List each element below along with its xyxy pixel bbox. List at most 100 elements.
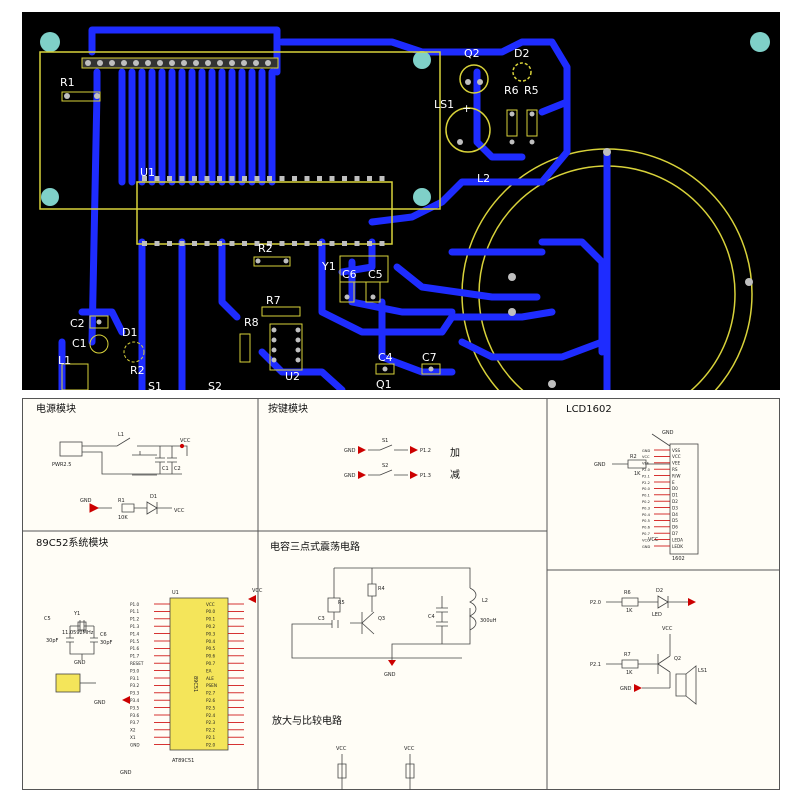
mcu-left-pin: P1.6 xyxy=(130,646,140,651)
gnd-marker xyxy=(89,503,100,513)
mcu-right-pin: P0.7 xyxy=(206,661,216,666)
alarm-p20: P2.0 xyxy=(590,600,601,606)
mcu-left-pin: P3.3 xyxy=(130,691,140,696)
schematic-view: 电源模块 按键模块 LCD1602 89C52系统模块 电容三点式震荡电路 放大… xyxy=(22,398,780,790)
label-c2: C2 xyxy=(70,317,85,330)
label-r2: R2 xyxy=(258,242,273,255)
u1-pin xyxy=(192,241,197,246)
u1-pin xyxy=(179,176,185,181)
u1-pins xyxy=(142,176,385,246)
label-y1: Y1 xyxy=(321,260,336,273)
lcd-pin-name: E xyxy=(672,480,675,485)
key-s2: S2 xyxy=(382,463,388,469)
lcd-pin xyxy=(193,60,199,66)
mcu-right-pin: P0.0 xyxy=(206,609,216,614)
mcu-right-pin: P0.6 xyxy=(206,654,216,659)
mcu-vcc-marker xyxy=(248,595,256,603)
ls1-footprint xyxy=(445,107,491,153)
lcd-r2: R2 xyxy=(630,454,637,460)
lcd-outline xyxy=(39,51,441,210)
u1-pin xyxy=(354,241,360,246)
l1-footprint xyxy=(61,363,89,390)
r2-footprint xyxy=(253,256,291,267)
u1-pin xyxy=(379,176,385,181)
key2-port-marker xyxy=(410,471,418,479)
mcu-right-pin: P2.1 xyxy=(206,735,216,740)
mcu-left-pin: RESET xyxy=(130,661,144,666)
power-module xyxy=(59,437,188,515)
r7-footprint xyxy=(261,306,301,317)
label-q1: Q1 xyxy=(376,378,392,390)
alarm-r6: R6 xyxy=(624,590,631,596)
power-gnd: GND xyxy=(80,498,92,504)
u1-pin xyxy=(154,176,160,181)
lcd-pin-net: VCC xyxy=(642,538,650,542)
osc-l2: L2 xyxy=(482,598,488,604)
label-l2: L2 xyxy=(477,172,490,185)
u1-pin xyxy=(229,241,235,246)
lcd-pin xyxy=(97,60,103,66)
alarm-r6v: 1K xyxy=(626,608,633,614)
lcd-pin xyxy=(241,60,247,66)
u1-pin xyxy=(267,241,272,246)
mcu-right-pin: P0.2 xyxy=(206,624,216,629)
osc-q3: Q3 xyxy=(378,616,385,622)
u1-pin xyxy=(342,241,347,246)
u1-pin xyxy=(242,241,247,246)
lcd-pin-name: VEE xyxy=(672,461,681,466)
mcu-right-pin: ALE xyxy=(206,676,214,681)
lcd-pin-net: P0.4 xyxy=(642,513,651,517)
mcu-left-pin: P3.0 xyxy=(130,668,140,673)
u1-pin xyxy=(204,176,210,181)
lcd-pin-name: D7 xyxy=(672,531,678,536)
panel-title-amp: 放大与比较电路 xyxy=(272,714,342,727)
mcu-right-pin: P2.4 xyxy=(206,713,216,718)
mcu-chip-body xyxy=(169,597,229,751)
amp-circuit xyxy=(337,754,415,790)
mcu-right-pin: P0.5 xyxy=(206,646,216,651)
u1-pin xyxy=(304,176,310,181)
power-c2: C2 xyxy=(174,466,181,472)
mounting-holes xyxy=(40,32,770,206)
u1-pin xyxy=(204,241,210,246)
mcu-gnd-reset: GND xyxy=(94,700,106,706)
u2-footprint xyxy=(269,323,303,371)
mcu-left-pin: P3.5 xyxy=(130,705,140,710)
u1-pin xyxy=(367,241,372,246)
lcd-r2v: 1K xyxy=(634,471,641,477)
coil-pads xyxy=(508,148,753,388)
label-r7: R7 xyxy=(266,294,281,307)
label-c1: C1 xyxy=(72,337,87,350)
pcb-board xyxy=(22,12,780,390)
mcu-right-pin: P0.3 xyxy=(206,631,216,636)
mcu-left-pin: P1.3 xyxy=(130,624,140,629)
reset-gnd-marker xyxy=(122,696,130,704)
u1-pin xyxy=(279,241,285,246)
alarm-q2: Q2 xyxy=(674,656,681,662)
lcd-header-pins xyxy=(85,60,271,66)
lcd-header xyxy=(81,57,279,69)
lcd-pin xyxy=(133,60,139,66)
u1-pin xyxy=(142,241,147,246)
mcu-vcc: VCC xyxy=(252,588,263,594)
lcd-pin xyxy=(121,60,127,66)
y1-footprint xyxy=(339,255,389,283)
u1-pin xyxy=(342,176,347,181)
u1-pin xyxy=(379,241,385,246)
label-s2: S2 xyxy=(208,380,222,390)
key-sub-label: 减 xyxy=(450,469,460,481)
lcd-pin-name: D1 xyxy=(672,493,678,498)
c6-footprint xyxy=(339,281,355,303)
label-c7: C7 xyxy=(422,351,437,364)
u1-pin xyxy=(167,241,172,246)
u1-pin xyxy=(217,241,222,246)
lcd-module: VSSGNDVCCVCCVEEVEERSP2.0R/WP2.1EP2.2D0P0… xyxy=(612,433,699,555)
u1-pin xyxy=(154,241,160,246)
mcu-gnd-osc: GND xyxy=(74,660,86,666)
alarm-d2: D2 xyxy=(656,588,663,594)
alarm-p21: P2.1 xyxy=(590,662,601,668)
lcd-pin-net: P0.0 xyxy=(642,487,651,491)
mcu-gnd-bottom: GND xyxy=(120,770,132,776)
lcd-pin-name: D6 xyxy=(672,525,678,530)
power-vcc2: VCC xyxy=(174,508,185,514)
